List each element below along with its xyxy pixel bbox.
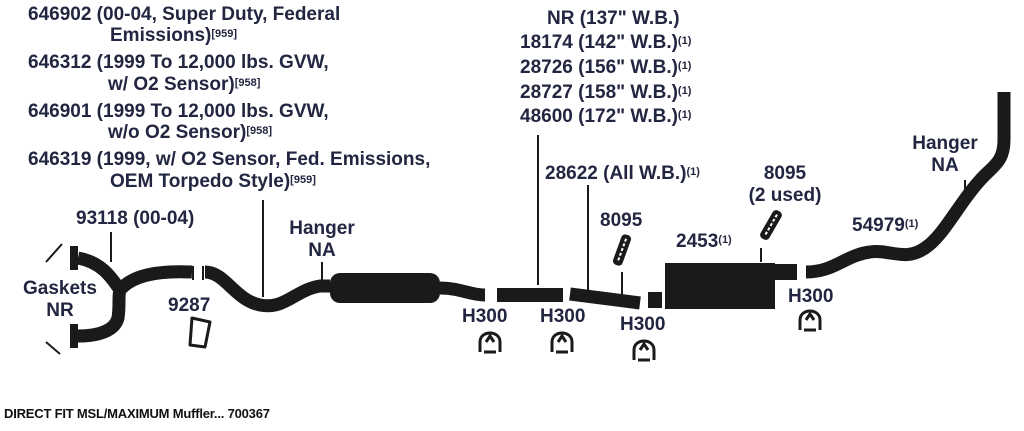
tailpipe (805, 92, 1011, 279)
label-muffler-2453: 2453(1) (676, 231, 732, 252)
label-28622: 28622 (All W.B.)(1) (545, 163, 700, 184)
label-h300: H300 (462, 306, 508, 327)
hanger-icon (632, 339, 656, 362)
part-646901-line2: w/o O2 Sensor)[958] (108, 122, 272, 143)
part-18174: 18174 (142" W.B.)(1) (520, 32, 692, 53)
footer-caption: DIRECT FIT MSL/MAXIMUM Muffler... 700367 (4, 406, 270, 421)
part-nr-137: NR (137" W.B.) (547, 8, 680, 29)
catalytic-converter (330, 273, 440, 303)
label-clamp-8095: 8095 (600, 210, 643, 231)
part-646902: 646902 (00-04, Super Duty, Federal (28, 4, 341, 25)
y-pipe (76, 251, 193, 297)
hanger-icon (550, 331, 574, 354)
label-h300: H300 (788, 286, 834, 307)
part-28727: 28727 (158" W.B.)(1) (520, 82, 692, 103)
clamp-icon (760, 210, 782, 240)
label-tailpipe-54979: 54979(1) (852, 215, 919, 236)
part-646901: 646901 (1999 To 12,000 lbs. GVW, (28, 101, 329, 122)
converter-pipe (204, 265, 330, 313)
hanger-icon (798, 309, 822, 332)
hanger-icon (478, 331, 502, 354)
part-646319-line2: OEM Torpedo Style)[959] (110, 171, 316, 192)
part-646312-line2: w/ O2 Sensor)[958] (108, 74, 261, 95)
part-646312: 646312 (1999 To 12,000 lbs. GVW, (28, 52, 329, 73)
clamp-icon (612, 234, 632, 266)
label-h300: H300 (620, 314, 666, 335)
part-28726: 28726 (156" W.B.)(1) (520, 57, 692, 78)
label-h300: H300 (540, 306, 586, 327)
label-93118: 93118 (00-04) (76, 208, 195, 229)
muffler-body (665, 263, 775, 309)
part-646902-line2: Emissions)[959] (110, 25, 238, 46)
part-646319: 646319 (1999, w/ O2 Sensor, Fed. Emissio… (28, 149, 431, 170)
label-clamp-8095-2used: 8095(2 used) (748, 163, 822, 206)
label-9287: 9287 (168, 295, 211, 316)
part-48600: 48600 (172" W.B.)(1) (520, 106, 692, 127)
gasket-icon (188, 316, 212, 349)
